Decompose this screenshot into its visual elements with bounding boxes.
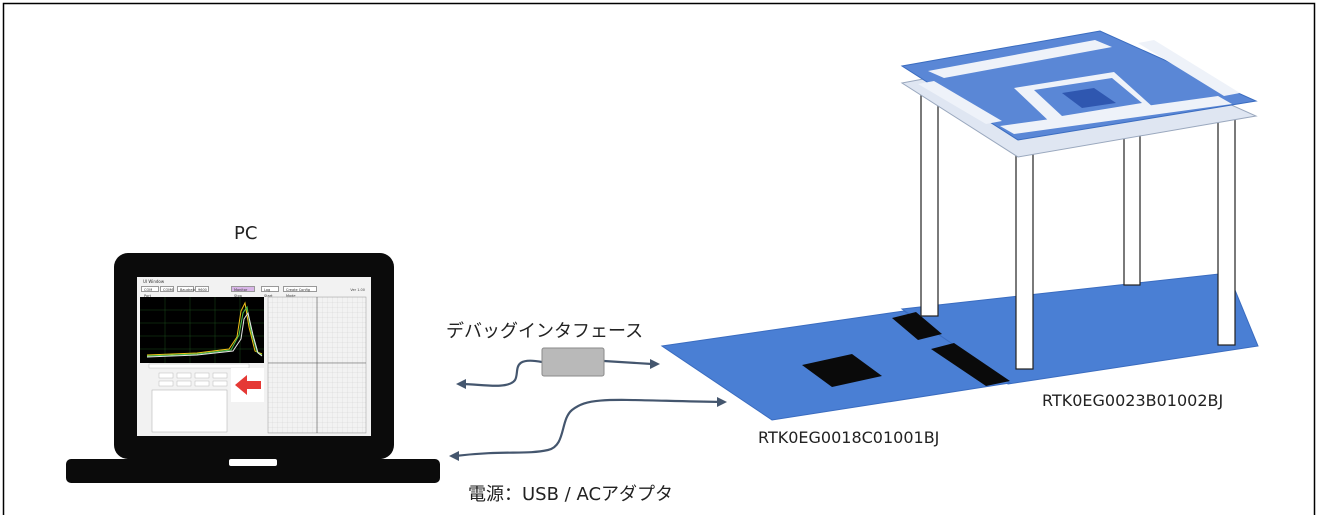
arrowhead-right-icon	[717, 397, 727, 407]
app-title: UI Window	[143, 279, 165, 284]
stand-top-plate	[900, 30, 1258, 158]
cable-debug-to-board	[603, 359, 653, 366]
laptop-base	[66, 459, 440, 483]
com-port-label: COM Port	[141, 286, 159, 298]
monitor-stop-button[interactable]: Monitor Stop	[231, 286, 255, 298]
laptop-trackpad-notch	[229, 459, 277, 466]
plate-white-bars	[918, 40, 1240, 134]
plate-target-core	[1062, 88, 1116, 108]
plate-bar	[928, 40, 1112, 78]
create-config-button[interactable]: Create Config Mode	[283, 286, 317, 298]
sensor-board-label: RTK0EG0018C01001BJ	[758, 428, 940, 447]
left-arrow-icon	[235, 375, 261, 395]
status-panel	[151, 389, 228, 433]
cables	[454, 359, 723, 458]
pc-label: PC	[234, 223, 258, 244]
connector-pad-lower	[931, 343, 1010, 386]
plot-traces	[146, 301, 263, 358]
power-label: 電源：USB / ACアダプタ	[468, 484, 674, 505]
com-port-select[interactable]: COM6	[160, 286, 174, 292]
stand-leg	[920, 94, 939, 317]
stand-board-label: RTK0EG0023B01002BJ	[1042, 391, 1224, 410]
plate-bar	[1000, 96, 1232, 134]
baudrate-label: Baudrate	[177, 286, 196, 292]
app-version: Ver 1.00	[350, 288, 365, 292]
arrowhead-left-icon	[456, 379, 466, 389]
cable-power	[454, 398, 723, 458]
monitor-app-window: UI Window Ver 1.00 COM Port COM6 Baudrat…	[137, 277, 371, 436]
arrowhead-left-icon	[449, 451, 459, 461]
plate-bar	[1138, 40, 1240, 96]
log-start-button[interactable]: Log Start	[261, 286, 279, 298]
baudrate-select[interactable]: 9600	[195, 286, 209, 292]
stand-leg	[1217, 115, 1236, 346]
sensor-pad	[802, 354, 882, 387]
app-panels	[140, 296, 367, 434]
stand-leg	[1123, 127, 1141, 286]
plot-legend	[148, 363, 250, 369]
debug-interface-box	[541, 347, 605, 377]
cable-debug-to-pc	[461, 359, 543, 387]
stand-leg	[1015, 139, 1034, 370]
plate-bar	[918, 81, 1002, 124]
value-fields	[158, 372, 228, 387]
debug-interface-label: デバッグインタフェース	[446, 321, 644, 342]
connector-pad-upper	[892, 312, 942, 340]
arrowhead-right-icon	[650, 359, 660, 369]
cable-arrowheads	[449, 359, 727, 461]
